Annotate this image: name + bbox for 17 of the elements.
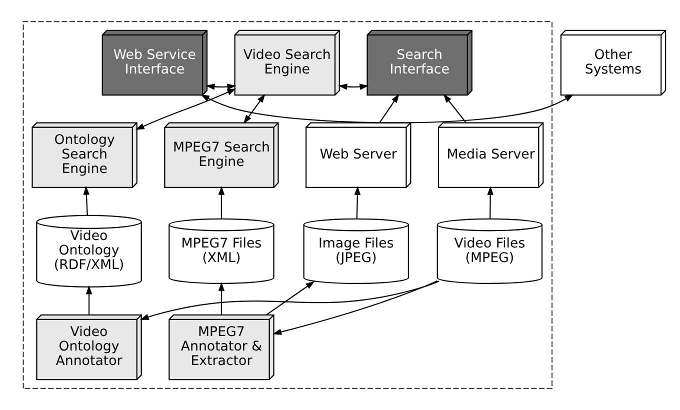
arrow [272, 280, 438, 335]
arrow [266, 281, 315, 316]
arrow [338, 84, 369, 90]
cluster [22, 21, 553, 389]
arrow [135, 88, 236, 130]
arrow [140, 280, 440, 320]
arrow [206, 84, 236, 90]
arrow [354, 186, 361, 219]
arrow [487, 186, 494, 219]
arrow [83, 186, 90, 216]
arrow [443, 94, 466, 123]
arrow [86, 285, 92, 315]
arrow [200, 94, 574, 124]
arrow [218, 282, 225, 315]
arrow [218, 186, 225, 219]
arrow [379, 94, 400, 123]
arrow [243, 94, 266, 124]
